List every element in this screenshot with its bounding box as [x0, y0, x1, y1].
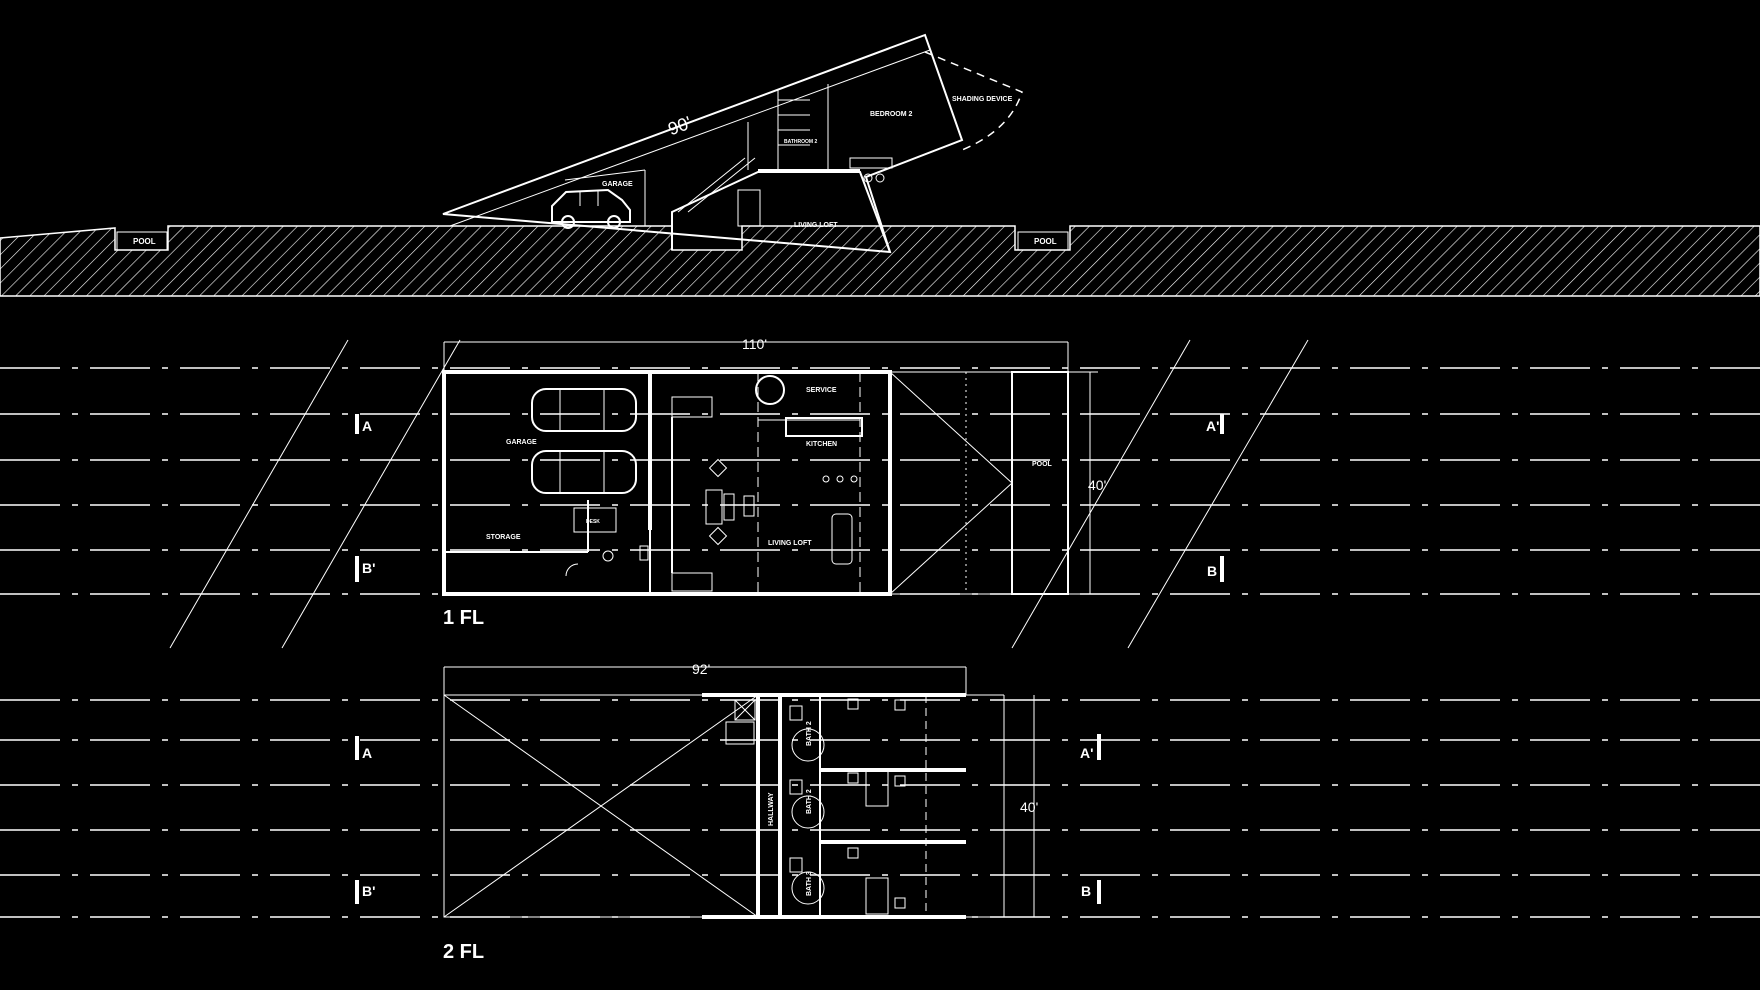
floor1-title: 1 FL: [443, 607, 484, 629]
section-marker-b-2: B: [1081, 880, 1101, 904]
floor2-hallway-label: HALLWAY: [768, 792, 775, 826]
shading-device: [924, 51, 1023, 151]
section-pool-left: [116, 231, 168, 251]
floor1-garage-label: GARAGE: [506, 439, 537, 446]
section-marker-a-prime-2: A': [1080, 734, 1101, 761]
section-dimension: 90': [665, 112, 694, 139]
floor2-bath-3-label: BATH 3: [806, 871, 813, 896]
floor2-width-dimension: 92': [692, 661, 710, 677]
section-marker-a-2: A: [355, 736, 372, 761]
floor2-title: 2 FL: [443, 941, 484, 963]
svg-text:B': B': [362, 883, 375, 899]
floor2-depth-dimension: 40': [1020, 799, 1038, 815]
section-pool-right-label: POOL: [1034, 237, 1057, 246]
svg-text:B: B: [1081, 883, 1091, 899]
section-marker-b: B: [1207, 556, 1224, 582]
svg-text:A': A': [1080, 745, 1093, 761]
car-top-icon-2: [531, 450, 637, 494]
svg-text:B': B': [362, 560, 375, 576]
floor1-storage-label: STORAGE: [486, 534, 521, 541]
section-marker-a-prime: A': [1206, 414, 1224, 434]
floor1-grid: [0, 367, 1760, 595]
floor1-pool-label: POOL: [1032, 461, 1053, 468]
section-bathroom-label: BATHROOM 2: [784, 139, 817, 145]
section-bedroom-label: BEDROOM 2: [870, 111, 913, 118]
floor2-grid: [0, 699, 1760, 918]
svg-text:A: A: [362, 418, 372, 434]
section-marker-b-prime-2: B': [355, 880, 375, 904]
section-marker-b-prime: B': [355, 556, 375, 582]
car-icon: [551, 188, 631, 229]
section-garage-label: GARAGE: [602, 181, 633, 188]
ground-hatch: [0, 225, 1760, 297]
building-section: 90' POOL POOL GARAGE BATHROOM 2 BEDROOM …: [0, 33, 1760, 297]
floor2-bath-1-label: BATH 2: [806, 721, 813, 746]
floor1-depth-dimension: 40': [1088, 477, 1106, 493]
floor1-stairs: [671, 396, 713, 592]
floor1-width-dimension: 110': [742, 336, 767, 352]
svg-text:A': A': [1206, 418, 1219, 434]
svg-text:B: B: [1207, 563, 1217, 579]
section-stairs: [677, 99, 810, 213]
section-marker-a: A: [355, 414, 372, 434]
car-top-icon: [531, 388, 637, 432]
floor1-service-label: SERVICE: [806, 387, 837, 394]
section-living-label: LIVING LOFT: [794, 222, 838, 229]
section-roof: [442, 33, 964, 254]
floor2-plan: 92' 40' HALLWAY BATH 2 BATH 2 BATH 3 2 F…: [355, 661, 1101, 963]
section-shading-label: SHADING DEVICE: [952, 96, 1013, 103]
floor1-kitchen-label: KITCHEN: [806, 441, 837, 448]
floor1-plan: 110' 40' GARAGE STORAGE DESK SERVICE KIT…: [169, 336, 1309, 649]
svg-text:A: A: [362, 745, 372, 761]
floor1-living-label: LIVING LOFT: [768, 540, 812, 547]
floor2-bath-2-label: BATH 2: [806, 789, 813, 814]
floor1-desk-label: DESK: [586, 519, 600, 525]
section-pool-left-label: POOL: [133, 237, 156, 246]
section-pool-right: [1017, 231, 1069, 251]
